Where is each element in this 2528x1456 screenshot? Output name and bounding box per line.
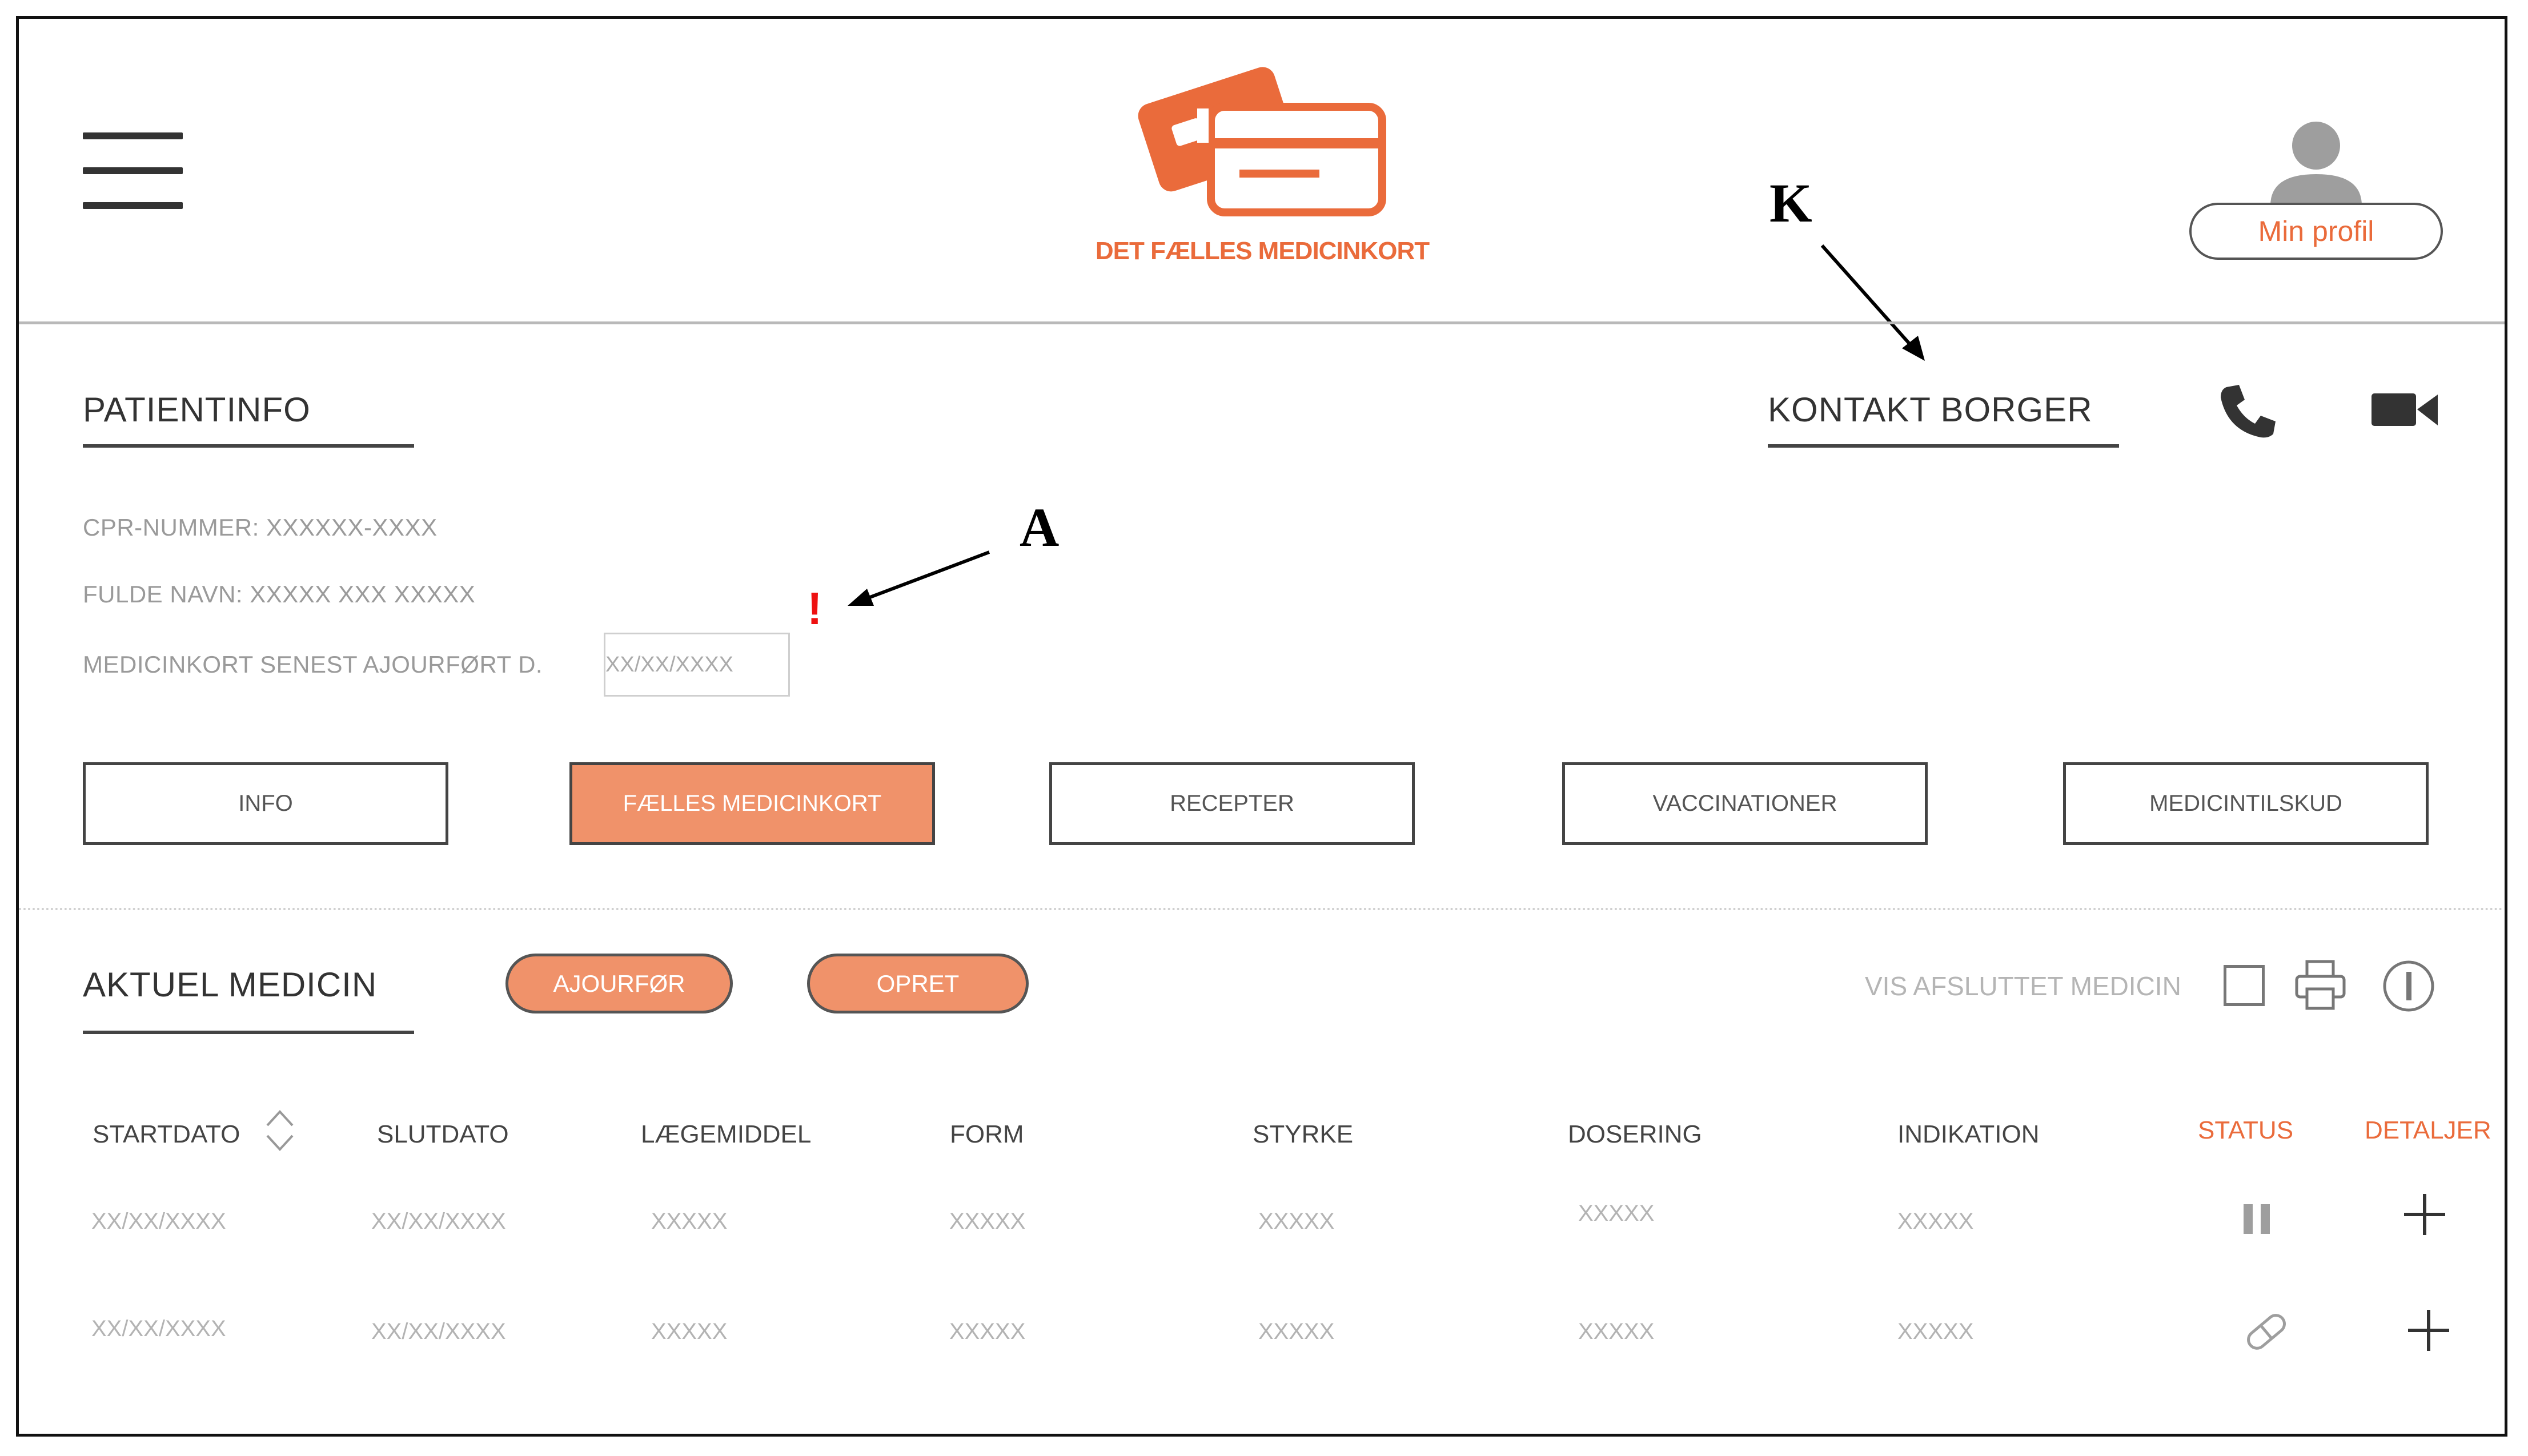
hamburger-menu-icon[interactable] xyxy=(83,132,183,210)
current-medicine-underline xyxy=(83,1031,414,1034)
last-updated-date-field[interactable] xyxy=(604,633,790,697)
sort-icon[interactable] xyxy=(263,1105,297,1156)
annotation-k-arrow-icon xyxy=(1820,244,1925,361)
table-cell: XXXXX xyxy=(1578,1201,1655,1226)
phone-icon[interactable] xyxy=(2216,383,2279,440)
table-cell: XXXXX xyxy=(651,1319,728,1344)
table-cell: XXXXX xyxy=(949,1209,1026,1234)
tab-faelles-medicinkort[interactable]: FÆLLES MEDICINKORT xyxy=(569,762,935,845)
video-camera-icon[interactable] xyxy=(2370,391,2439,428)
table-cell: XXXXX xyxy=(1258,1209,1335,1234)
contact-underline xyxy=(1768,444,2119,448)
annotation-a-label: A xyxy=(1020,497,1060,558)
patientinfo-heading: PATIENTINFO xyxy=(83,391,311,429)
tab-recepter[interactable]: RECEPTER xyxy=(1049,762,1415,845)
tab-medicintilskud[interactable]: MEDICINTILSKUD xyxy=(2063,762,2429,845)
create-button[interactable]: OPRET xyxy=(807,954,1029,1013)
annotation-k-label: K xyxy=(1769,172,1812,234)
table-cell: XXXXX xyxy=(1578,1319,1655,1344)
column-header-dosering: DOSERING xyxy=(1568,1120,1702,1148)
contact-citizen-heading: KONTAKT BORGER xyxy=(1768,391,2093,429)
show-finished-medicine-checkbox[interactable] xyxy=(2224,965,2265,1006)
user-avatar-icon[interactable] xyxy=(2265,120,2368,211)
show-finished-medicine-label: VIS AFSLUTTET MEDICIN xyxy=(1865,971,2181,1001)
screen-frame xyxy=(16,16,2507,1437)
medicine-card-logo-icon xyxy=(1125,53,1399,224)
plus-icon[interactable] xyxy=(2406,1308,2451,1353)
column-header-slutdato: SLUTDATO xyxy=(377,1120,509,1148)
header-divider xyxy=(19,321,2505,324)
patientinfo-underline xyxy=(83,444,414,448)
column-header-indikation: INDIKATION xyxy=(1897,1120,2040,1148)
plus-icon[interactable] xyxy=(2402,1192,2447,1237)
table-cell: XX/XX/XXXX xyxy=(371,1209,506,1234)
logo-text: DET FÆLLES MEDICINKORT xyxy=(1095,237,1430,265)
table-cell: XX/XX/XXXX xyxy=(91,1316,226,1341)
pill-icon[interactable] xyxy=(2242,1308,2290,1356)
column-header-styrke: STYRKE xyxy=(1253,1120,1354,1148)
full-name: FULDE NAVN: XXXXX XXX XXXXX xyxy=(83,581,476,608)
table-cell: XX/XX/XXXX xyxy=(371,1319,506,1344)
update-button[interactable]: AJOURFØR xyxy=(505,954,733,1013)
my-profile-button[interactable]: Min profil xyxy=(2189,203,2443,260)
printer-icon[interactable] xyxy=(2293,959,2348,1011)
cpr-number: CPR-NUMMER: XXXXXX-XXXX xyxy=(83,514,438,541)
table-cell: XXXXX xyxy=(1897,1209,1974,1234)
pause-icon[interactable] xyxy=(2240,1202,2274,1236)
section-divider xyxy=(19,908,2505,910)
last-updated-label: MEDICINKORT SENEST AJOURFØRT D. xyxy=(83,651,543,678)
column-header-detaljer: DETALJER xyxy=(2365,1116,2491,1144)
current-medicine-heading: AKTUEL MEDICIN xyxy=(83,966,378,1004)
table-cell: XXXXX xyxy=(651,1209,728,1234)
alert-exclamation: ! xyxy=(807,583,822,634)
annotation-a-arrow-icon xyxy=(848,550,990,606)
table-cell: XXXXX xyxy=(1258,1319,1335,1344)
column-header-startdato[interactable]: STARTDATO xyxy=(93,1120,240,1148)
info-icon[interactable] xyxy=(2382,959,2436,1013)
column-header-status: STATUS xyxy=(2198,1116,2294,1144)
tab-info[interactable]: INFO xyxy=(83,762,448,845)
tab-vaccinationer[interactable]: VACCINATIONER xyxy=(1562,762,1928,845)
column-header-form: FORM xyxy=(950,1120,1024,1148)
table-cell: XXXXX xyxy=(1897,1319,1974,1344)
table-cell: XX/XX/XXXX xyxy=(91,1209,226,1234)
table-cell: XXXXX xyxy=(949,1319,1026,1344)
column-header-laegemiddel: LÆGEMIDDEL xyxy=(641,1120,812,1148)
